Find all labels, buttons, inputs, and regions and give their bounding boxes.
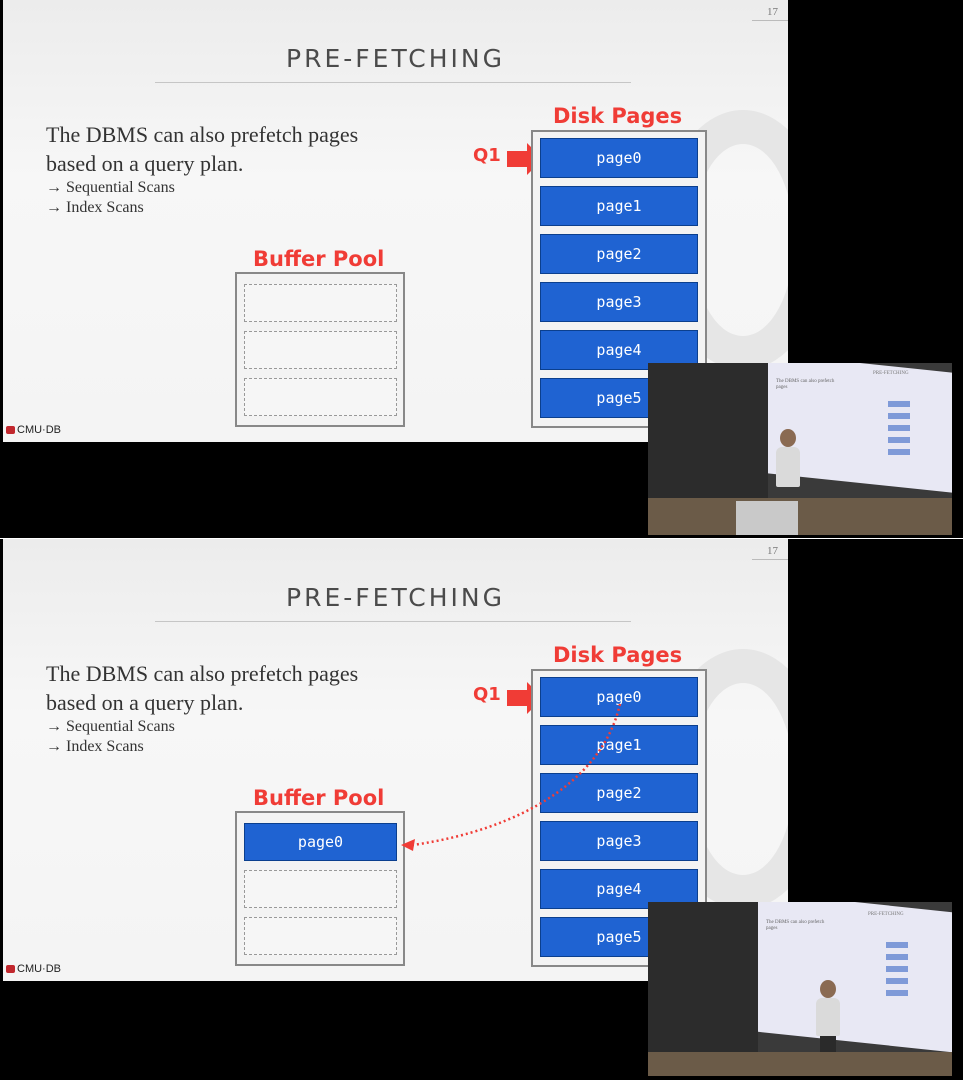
desk [648,498,952,535]
body-line-2: based on a query plan. [46,690,244,715]
buffer-slot [244,870,397,908]
bullet-index-scans: → Index Scans [46,199,144,216]
body-line-1: The DBMS can also prefetch pages [46,122,359,147]
logo-text: CMU·DB [17,424,61,436]
projected-page [886,954,908,960]
disk-page: page2 [540,234,698,274]
cmu-db-logo: CMU·DB [6,424,61,436]
query-label: Q1 [473,145,501,166]
disk-page: page0 [540,677,698,717]
buffer-slot [244,917,397,955]
disk-page: page3 [540,821,698,861]
projected-page [886,966,908,972]
video-frame-1: 17 PRE-FETCHING The DBMS can also prefet… [0,0,963,538]
speaker-shirt [776,447,800,487]
disk-page: page0 [540,138,698,178]
projected-page [886,990,908,996]
slide-number-rule [752,20,788,21]
projected-page [888,449,910,455]
projected-page [888,413,910,419]
buffer-pool-box [235,272,405,427]
disk-pages-label: Disk Pages [553,643,683,667]
buffer-slot [244,284,397,322]
projected-page [888,401,910,407]
bullet-sequential-scans: → Sequential Scans [46,179,175,196]
query-arrow-icon [507,151,527,167]
slide-number: 17 [767,6,778,18]
title-rule [155,82,631,83]
disk-page: page2 [540,773,698,813]
laptop [736,501,798,535]
buffer-slot-page0: page0 [244,823,397,861]
buffer-pool-box: page0 [235,811,405,966]
desk [648,1052,952,1076]
projected-page [886,942,908,948]
slide-body: The DBMS can also prefetch pages based o… [46,659,446,757]
projected-page [886,978,908,984]
projected-text: The DBMS can also prefetch pages [766,920,825,931]
query-label: Q1 [473,684,501,705]
projected-title: PRE-FETCHING [868,912,904,917]
projected-page [888,437,910,443]
bullet-index-scans: → Index Scans [46,738,144,755]
slide-number-rule [752,559,788,560]
classroom-wall [648,902,758,1076]
buffer-pool-label: Buffer Pool [253,247,385,271]
slide-1: 17 PRE-FETCHING The DBMS can also prefet… [3,0,788,442]
speaker-video-pip: PRE-FETCHING The DBMS can also prefetch … [648,902,952,1076]
slide-2: 17 PRE-FETCHING The DBMS can also prefet… [3,539,788,981]
slide-body: The DBMS can also prefetch pages based o… [46,120,446,218]
body-line-1: The DBMS can also prefetch pages [46,661,359,686]
speaker-video-pip: PRE-FETCHING The DBMS can also prefetch … [648,363,952,535]
projected-title: PRE-FETCHING [873,371,909,376]
projected-page [888,425,910,431]
speaker-shirt [816,998,840,1036]
buffer-pool-label: Buffer Pool [253,786,385,810]
query-arrow-icon [507,690,527,706]
buffer-slot [244,378,397,416]
body-line-2: based on a query plan. [46,151,244,176]
disk-page: page3 [540,282,698,322]
disk-pages-label: Disk Pages [553,104,683,128]
disk-page: page1 [540,186,698,226]
slide-title: PRE-FETCHING [286,44,505,73]
cmu-db-logo: CMU·DB [6,963,61,975]
bullet-sequential-scans: → Sequential Scans [46,718,175,735]
speaker-head [820,980,836,998]
speaker-head [780,429,796,447]
slide-title: PRE-FETCHING [286,583,505,612]
video-frame-2: 17 PRE-FETCHING The DBMS can also prefet… [0,539,963,1080]
slide-number: 17 [767,545,778,557]
buffer-slot [244,331,397,369]
cmu-db-logo-icon [6,965,15,973]
disk-page: page1 [540,725,698,765]
projected-text: The DBMS can also prefetch pages [776,379,835,390]
title-rule [155,621,631,622]
logo-text: CMU·DB [17,963,61,975]
cmu-db-logo-icon [6,426,15,434]
